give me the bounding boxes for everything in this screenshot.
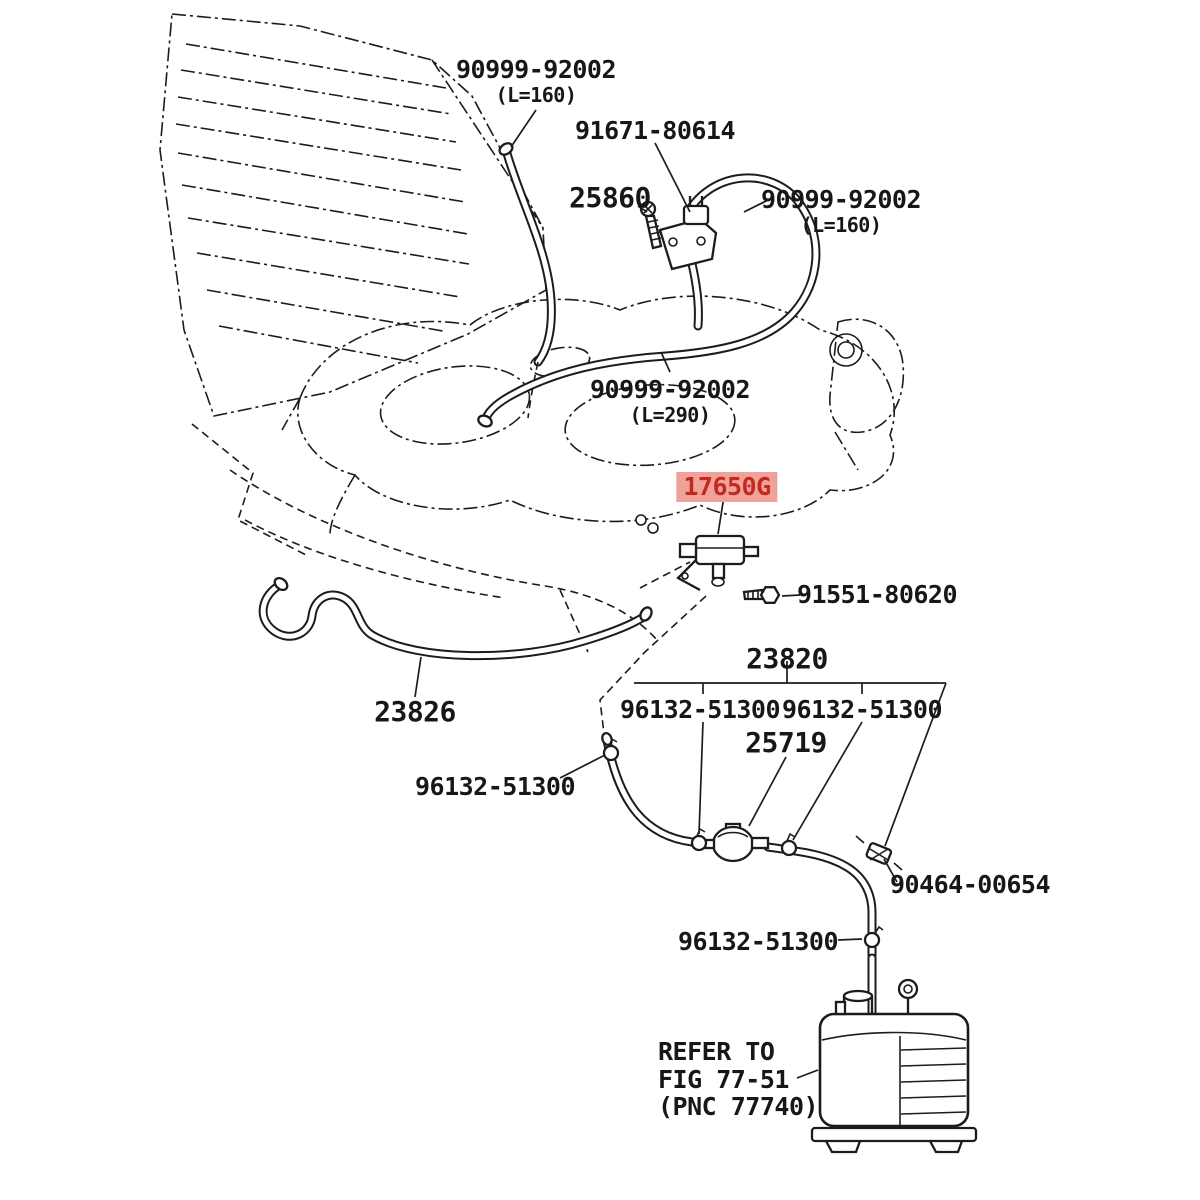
bolt-91551-80620 [742, 586, 781, 604]
part-number: 17650G [683, 472, 771, 501]
vsv-17650g-part [599, 514, 781, 735]
part-number: 90999-92002 [589, 375, 751, 404]
part-label-clamp-b: 96132-51300 [781, 695, 943, 724]
refer-note: REFER TO FIG 77-51 (PNC 77740) [658, 1037, 819, 1121]
clamp-96132-c [780, 832, 798, 857]
intake-manifold-outline [281, 295, 905, 536]
part-number: 96132-51300 [619, 695, 781, 724]
part-label-clamp-d: 90464-00654 [889, 870, 1051, 899]
part-label-bolt-lower: 91551-80620 [796, 580, 958, 609]
clamp-96132-a [602, 737, 620, 762]
charcoal-canister [810, 953, 978, 1154]
vacuum-valve-bracket [639, 196, 718, 271]
part-number: 23820 [746, 642, 828, 675]
clamp-90464 [855, 835, 903, 871]
refer-note-line3: (PNC 77740) [658, 1092, 819, 1121]
part-number: 25719 [745, 726, 827, 759]
part-number: 96132-51300 [414, 772, 576, 801]
part-number: 90999-92002 [760, 185, 922, 214]
part-label-clamp-c: 96132-51300 [414, 772, 576, 801]
part-number: 23826 [374, 695, 456, 728]
part-label-vsv-highlighted: 17650G [676, 472, 778, 502]
part-label-hose-front: 23826 [374, 695, 456, 728]
hose-top-left [498, 142, 556, 419]
part-label-hose-middle: 90999-92002 (L=290) [589, 375, 751, 427]
part-number: 91551-80620 [796, 580, 958, 609]
part-label-hose-assembly: 23820 [746, 642, 828, 675]
refer-note-line1: REFER TO [658, 1037, 775, 1066]
hose-length: (L=160) [800, 212, 882, 237]
part-number: 25860 [569, 181, 651, 214]
part-label-hose-right: 90999-92002 (L=160) [760, 185, 922, 237]
part-label-clamp-e: 96132-51300 [677, 927, 839, 956]
part-number: 96132-51300 [781, 695, 943, 724]
part-label-check-valve: 25719 [745, 726, 827, 759]
part-number: 90999-92002 [455, 55, 617, 84]
part-label-hose-top-left: 90999-92002 (L=160) [455, 55, 617, 107]
hose-length: (L=160) [495, 82, 577, 107]
hose-23826 [258, 576, 653, 661]
part-label-clamp-a: 96132-51300 [619, 695, 781, 724]
part-number: 96132-51300 [677, 927, 839, 956]
refer-note-line2: FIG 77-51 [658, 1064, 789, 1094]
part-label-bracket-valve: 91671-80614 [574, 116, 736, 145]
part-number: 91671-80614 [574, 116, 736, 145]
part-label-bolt-upper: 25860 [569, 181, 651, 214]
hose-right-loop [477, 173, 821, 428]
check-valve-25719 [700, 822, 770, 863]
assembly-bracket-lines [634, 661, 947, 847]
clamp-96132-d [863, 925, 884, 949]
engine-cover-outline [159, 13, 547, 417]
leader-lines [414, 109, 898, 1079]
part-number: 90464-00654 [889, 870, 1051, 899]
hose-length: (L=290) [629, 402, 711, 427]
